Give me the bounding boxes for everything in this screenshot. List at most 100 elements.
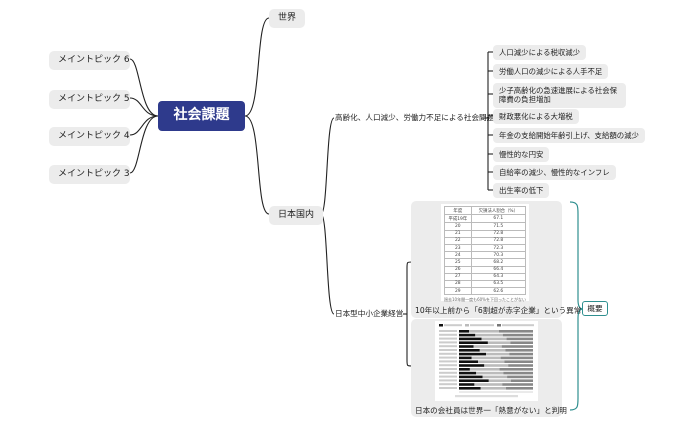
engagement-chart-image (435, 321, 538, 401)
chart-row-label (439, 368, 457, 370)
chart-bar-segment (459, 368, 470, 371)
chart-bar-segment (505, 349, 533, 352)
table-cell: 66.4 (470, 265, 527, 274)
main-topic-3[interactable]: メイントピック 3 (49, 165, 130, 185)
chart-bar-segment (459, 345, 474, 348)
aging-item[interactable]: 人口減少による税収減少 (493, 45, 587, 61)
topic-japan-label: 日本国内 (278, 210, 315, 220)
subtopic-sme-label: 日本型中小企業経営 (335, 309, 404, 318)
chart-bar-segment (501, 345, 533, 348)
main-topic-label: メイントピック 4 (58, 131, 130, 141)
table-cell: 64.3 (470, 272, 527, 281)
chart-bar-segment (484, 364, 509, 367)
chart-bar-segment (507, 375, 533, 379)
chart-bar-segment (481, 337, 507, 341)
chart-bar-segment (459, 349, 480, 352)
chart-bar-segment (459, 356, 472, 360)
chart-row-label (439, 375, 457, 378)
chart-bar-segment (459, 337, 482, 341)
chart-row-label (439, 387, 457, 389)
aging-item[interactable]: 慢性的な円安 (493, 147, 550, 163)
chart-bar-segment (506, 337, 533, 341)
chart-bar-segment (459, 364, 485, 367)
chart-row-label (439, 333, 457, 336)
aging-item[interactable]: 労働人口の減少による人手不足 (493, 64, 609, 80)
aging-item-label: 少子高齢化の急速進展による社会保障費の負担増加 (499, 86, 618, 105)
subtopic-aging[interactable]: 高齢化、人口減少、労働力不足による社会問題 (335, 113, 494, 122)
engagement-chart-thumbnail (439, 324, 534, 398)
main-topic-label: メイントピック 6 (58, 55, 130, 65)
chart-bar-segment (478, 360, 505, 363)
chart-row-label (439, 349, 457, 351)
chart-bar-segment (509, 352, 533, 356)
topic-world-label: 世界 (278, 13, 297, 23)
table-cell: 63.5 (470, 279, 527, 289)
subtopic-sme[interactable]: 日本型中小企業経営 (335, 309, 403, 318)
main-topic-4[interactable]: メイントピック 4 (49, 127, 130, 147)
aging-item-label: 慢性的な円安 (499, 150, 544, 159)
chart-bar-segment (459, 341, 488, 344)
summary-node[interactable]: 概要 (582, 301, 608, 316)
table-note: 過去10年間一度も60%を下回ったことがない (444, 297, 526, 303)
chart-bar-segment (459, 387, 481, 390)
aging-item-label: 出生率の低下 (499, 186, 544, 195)
table-cell: 72.8 (470, 229, 527, 238)
table-cell: 24 (444, 251, 472, 260)
chart-bar-segment (459, 371, 477, 375)
chart-row-label (439, 356, 457, 359)
aging-item[interactable]: 年金の支給開始年齢引上げ、支給額の減少 (493, 128, 645, 144)
aging-item-label: 年金の支給開始年齢引上げ、支給額の減少 (499, 131, 639, 140)
table-cell: 72.3 (470, 243, 527, 253)
aging-item[interactable]: 財政悪化による大増税 (493, 109, 579, 125)
chart-bar-segment (499, 368, 533, 371)
chart-bar-segment (469, 330, 499, 333)
chart-bar-segment (473, 345, 502, 348)
main-topic-label: メイントピック 5 (58, 94, 130, 104)
aging-item[interactable]: 少子高齢化の急速進展による社会保障費の負担増加 (493, 83, 626, 108)
aging-item-label: 財政悪化による大増税 (499, 112, 573, 121)
table-cell: 62.6 (470, 287, 527, 296)
aging-item[interactable]: 自給率の減少、慢性的なインフレ (493, 165, 616, 181)
table-header: 年度 (444, 205, 472, 216)
chart-bar-segment (476, 371, 504, 375)
chart-bar-segment (502, 333, 533, 337)
table-cell: 29 (444, 287, 472, 296)
chart-bar-segment (479, 349, 506, 352)
chart-row-label (439, 371, 457, 374)
topic-world[interactable]: 世界 (269, 9, 306, 29)
table-cell: 22 (444, 236, 472, 245)
aging-item-label: 労働人口の減少による人手不足 (499, 67, 603, 76)
main-topic-label: メイントピック 3 (58, 169, 130, 179)
central-topic[interactable]: 社会課題 (158, 101, 245, 131)
table-cell: 68.2 (470, 258, 527, 267)
chart-row-label (439, 379, 457, 382)
chart-bar-segment (487, 341, 511, 344)
chart-bar-segment (459, 383, 475, 386)
main-topic-5[interactable]: メイントピック 5 (49, 90, 130, 110)
chart-bar-segment (488, 379, 511, 382)
image-card-engagement[interactable]: 日本の会社員は世界一「熱意がない」と判明 (411, 319, 567, 417)
chart-bar-segment (459, 379, 489, 382)
topic-japan[interactable]: 日本国内 (269, 206, 324, 226)
chart-bars (439, 330, 533, 390)
aging-item[interactable]: 出生率の低下 (493, 183, 550, 199)
chart-bar-segment (469, 368, 500, 371)
chart-bar-segment (510, 379, 533, 382)
chart-bar-segment (508, 364, 533, 367)
chart-row-label (439, 330, 457, 332)
main-topic-6[interactable]: メイントピック 6 (49, 51, 130, 71)
chart-bar-segment (459, 352, 487, 356)
chart-bar-segment (486, 352, 510, 356)
chart-bar-segment (506, 387, 533, 390)
chart-row-label (439, 341, 457, 344)
chart-bar-segment (474, 383, 503, 386)
